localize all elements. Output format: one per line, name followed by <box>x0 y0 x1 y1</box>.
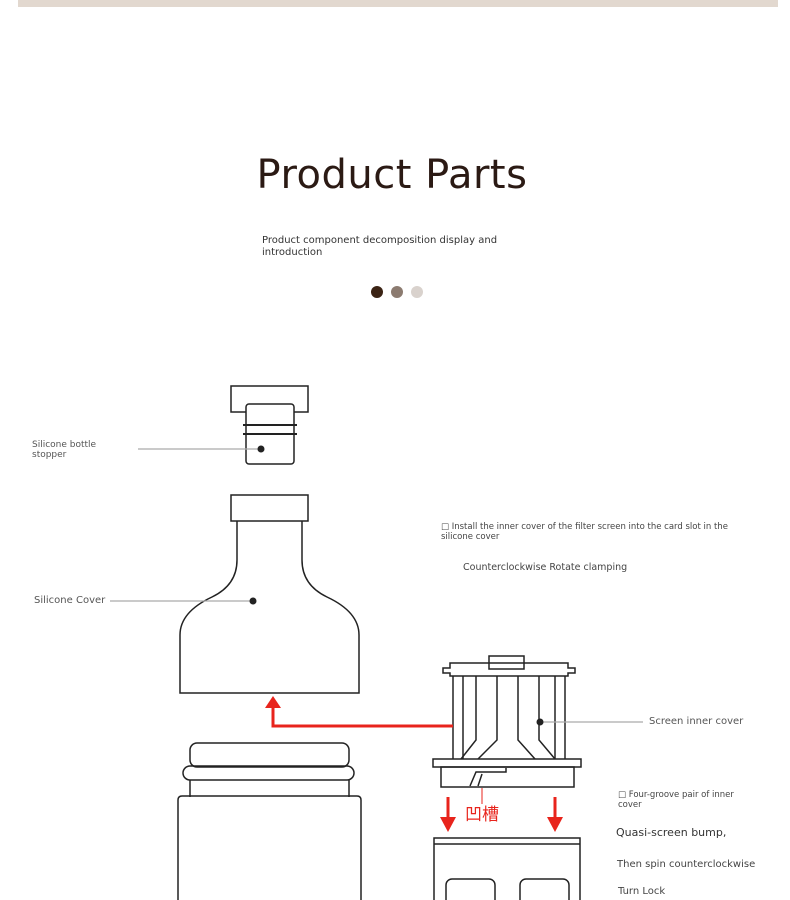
carousel-indicator[interactable] <box>371 283 431 298</box>
silicone-stopper-drawing <box>230 385 309 465</box>
indicator-dot-2[interactable] <box>391 286 403 298</box>
page-title: Product Parts <box>256 152 528 198</box>
assembly-arrows <box>265 696 563 832</box>
page-subtitle: Product component decomposition display … <box>262 235 498 258</box>
silicone-cover-drawing <box>179 494 360 694</box>
note-rotate-clamping: Counterclockwise Rotate clamping <box>463 562 628 573</box>
note-screen-bump: Quasi-screen bump, <box>616 826 727 839</box>
top-accent-bar <box>18 0 778 7</box>
note-install-inner-cover: □ Install the inner cover of the filter … <box>441 522 728 542</box>
note-four-groove: □ Four-groove pair of inner cover <box>618 790 734 810</box>
note-spin-counterclockwise: Then spin counterclockwise <box>617 859 756 870</box>
screen-inner-cover-drawing <box>432 655 582 788</box>
label-screen-inner-cover: Screen inner cover <box>649 716 744 727</box>
label-silicone-bottle-stopper: Silicone bottle stopper <box>32 440 97 460</box>
lower-bottle-drawing <box>433 837 581 900</box>
indicator-dot-3[interactable] <box>411 286 423 298</box>
bottle-body-drawing <box>177 742 362 900</box>
label-groove: 凹槽 <box>465 805 499 825</box>
note-turn-lock: Turn Lock <box>618 886 666 897</box>
indicator-dot-1[interactable] <box>371 286 383 298</box>
label-silicone-cover: Silicone Cover <box>34 595 106 606</box>
